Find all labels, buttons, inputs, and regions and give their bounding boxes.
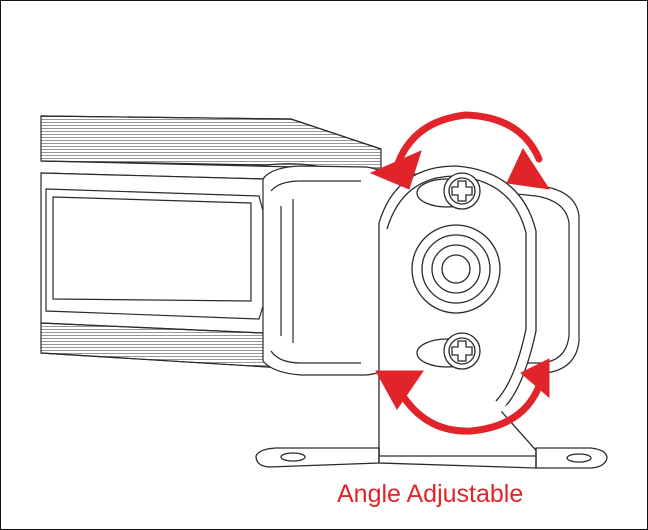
angle-adjustable-caption: Angle Adjustable: [337, 480, 524, 508]
phillips-screw-icon: [416, 172, 481, 210]
curved-double-arrow-icon: [375, 358, 550, 435]
curved-double-arrow-icon: [369, 111, 551, 190]
pivot-knob: [411, 224, 501, 314]
phillips-screw-icon: [416, 332, 481, 370]
